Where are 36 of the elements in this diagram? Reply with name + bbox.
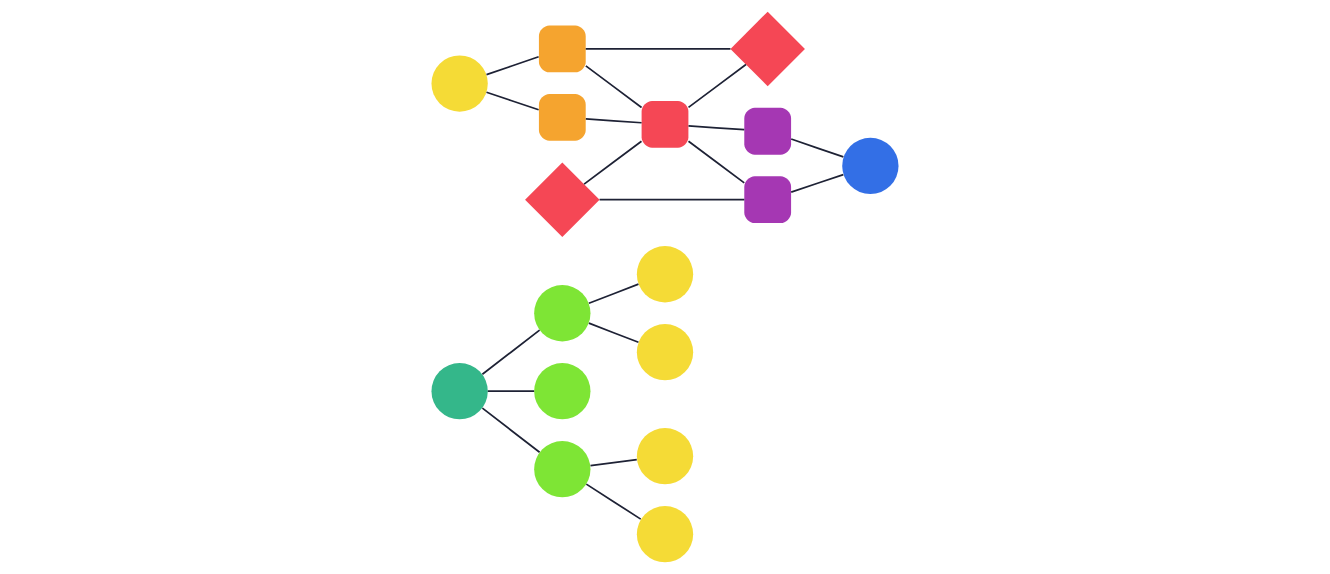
- connector: [588, 283, 640, 305]
- node-circle: [636, 506, 694, 563]
- node-box: [538, 25, 586, 73]
- connector: [790, 173, 845, 193]
- connector: [481, 407, 541, 454]
- connector: [687, 125, 746, 131]
- node-box: [538, 94, 586, 141]
- node-circle: [534, 363, 591, 420]
- connector: [583, 140, 643, 185]
- connector: [486, 390, 535, 393]
- node-circle: [534, 441, 591, 498]
- node-circle: [636, 324, 694, 381]
- node-box: [744, 107, 792, 155]
- connector: [584, 48, 732, 50]
- node-box: [744, 176, 792, 224]
- node-circle: [842, 137, 899, 195]
- connector: [584, 118, 643, 124]
- node-diamond: [525, 162, 600, 237]
- connector: [598, 198, 746, 201]
- connector: [485, 91, 540, 111]
- connector: [589, 458, 638, 467]
- node-circle: [534, 285, 591, 342]
- connector: [481, 329, 541, 376]
- node-circle: [636, 428, 694, 485]
- connector: [588, 322, 640, 344]
- connector: [790, 138, 845, 158]
- connector: [687, 63, 747, 109]
- connector: [687, 140, 746, 184]
- connector: [485, 55, 540, 76]
- node-circle: [431, 55, 488, 112]
- node-circle: [431, 363, 488, 420]
- connector: [584, 64, 643, 109]
- node-diamond: [730, 11, 805, 87]
- node-circle: [636, 246, 694, 303]
- node-box: [641, 100, 689, 148]
- connector: [585, 483, 642, 520]
